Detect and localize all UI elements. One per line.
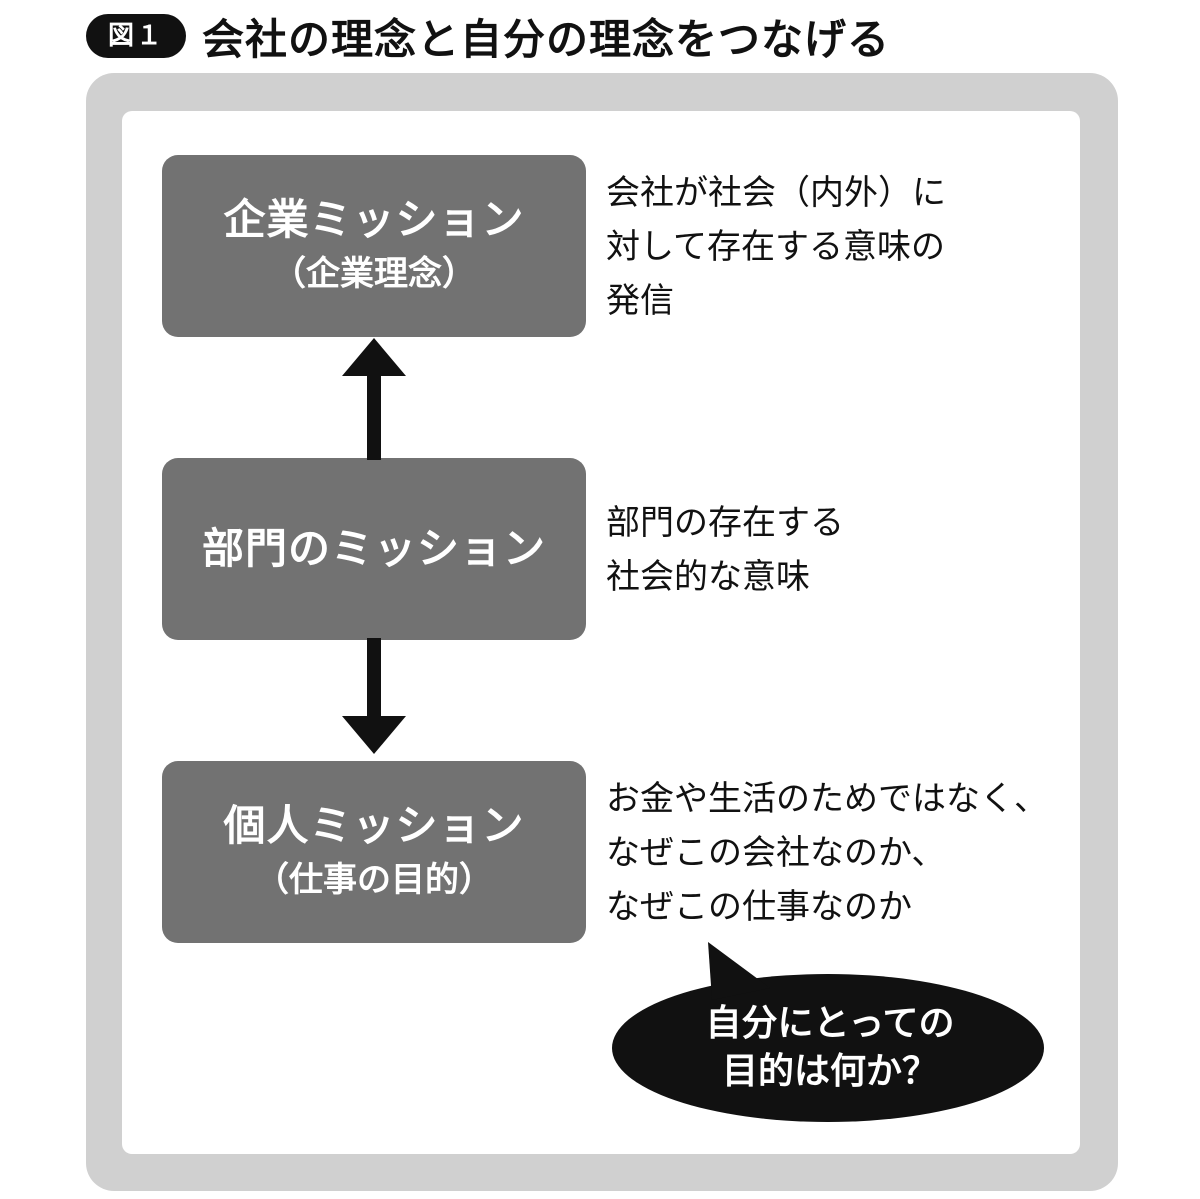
personal-description-line: なぜこの会社なのか、 — [606, 833, 946, 873]
speech-bubble-text: 自分にとっての 目的は何か？ — [640, 1000, 1020, 1100]
up-arrow — [342, 338, 406, 460]
corporate-mission-box: 企業ミッション （企業理念） — [162, 155, 586, 337]
figure-header: 図１ 会社の理念と自分の理念をつなげる — [86, 6, 890, 66]
corporate-mission-label: 企業ミッション — [223, 195, 525, 244]
corporate-description-line: 発信 — [606, 281, 674, 321]
personal-mission-label: 個人ミッション — [223, 801, 525, 850]
department-mission-label: 部門のミッション — [201, 524, 546, 573]
down-arrow — [342, 638, 406, 754]
corporate-description-line: 対して存在する意味の — [606, 227, 945, 267]
department-mission-box: 部門のミッション — [162, 458, 586, 640]
bubble-line: 自分にとっての — [705, 1003, 955, 1044]
personal-description-line: なぜこの仕事なのか — [606, 887, 912, 927]
corporate-description-line: 会社が社会（内外）に — [606, 173, 946, 213]
figure-label: 図１ — [86, 14, 187, 58]
personal-mission-sublabel: （仕事の目的） — [255, 860, 493, 900]
department-description-line: 社会的な意味 — [606, 557, 810, 597]
department-description-line: 部門の存在する — [606, 503, 844, 543]
corporate-mission-sublabel: （企業理念） — [272, 254, 476, 294]
department-description: 部門の存在する 社会的な意味 — [606, 496, 844, 604]
personal-description: お金や生活のためではなく、 なぜこの会社なのか、 なぜこの仕事なのか — [606, 772, 1048, 934]
corporate-description: 会社が社会（内外）に 対して存在する意味の 発信 — [606, 166, 946, 328]
personal-mission-box: 個人ミッション （仕事の目的） — [162, 761, 586, 943]
personal-description-line: お金や生活のためではなく、 — [606, 779, 1048, 819]
speech-bubble — [612, 942, 1044, 1122]
figure-title: 会社の理念と自分の理念をつなげる — [202, 14, 891, 64]
bubble-line: 目的は何か？ — [721, 1051, 938, 1092]
